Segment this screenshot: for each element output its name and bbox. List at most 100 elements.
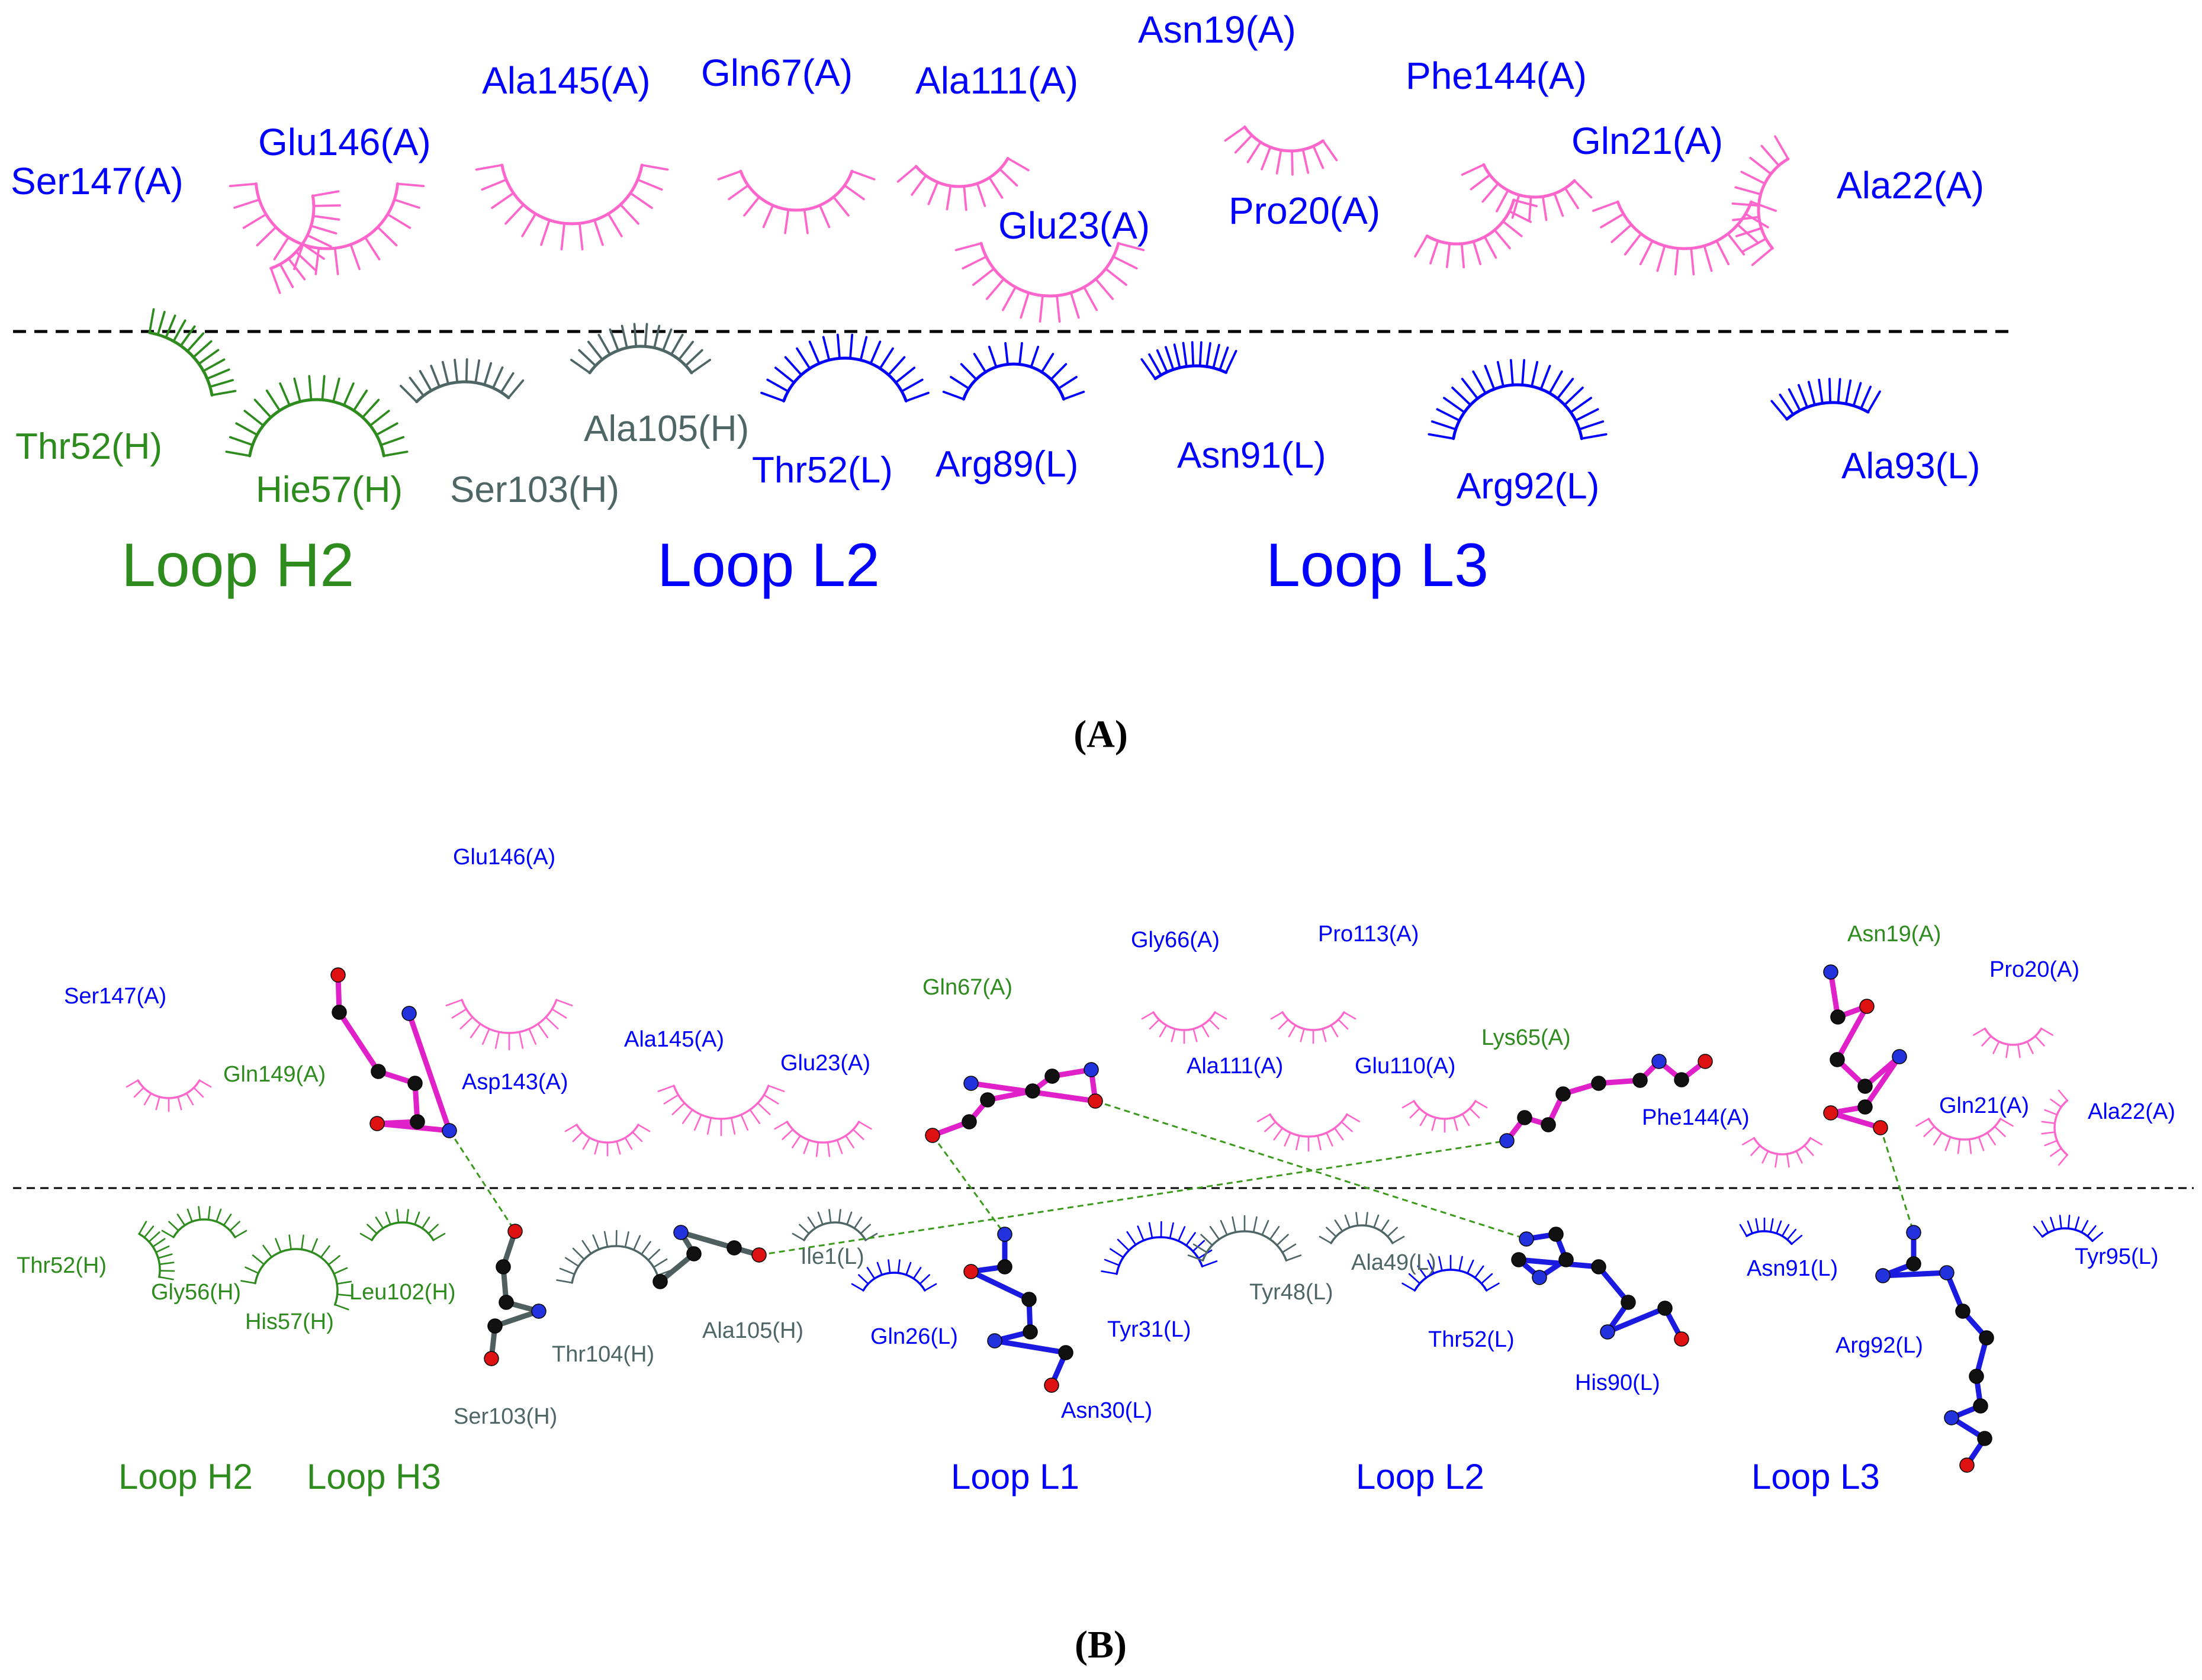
atom-n [1600,1324,1615,1340]
atom-c [1555,1086,1571,1102]
residue-label-arg92-l: Arg92(L) [1457,466,1599,507]
atom-n [1532,1270,1547,1285]
residue-label-gln21-a: Gln21(A) [1571,120,1723,162]
contact-arc-b-top-4 [657,1084,785,1137]
residue-label-pro20-a: Pro20(A) [1229,189,1380,232]
atom-c [1979,1330,1994,1346]
atom-c [1058,1345,1073,1360]
residue-label-b-ala145-a: Ala145(A) [624,1027,724,1052]
contact-arc-b-top-9 [1401,1100,1488,1133]
residue-label-asn91-l: Asn91(L) [1177,435,1326,476]
atom-o [1044,1378,1059,1393]
contact-arc-a-bottom-9 [1770,378,1881,421]
atom-n [1823,964,1838,980]
contact-arc-b-bottom-9 [1187,1215,1302,1262]
atom-c [332,1005,347,1020]
residue-label-b-tyr48-l: Tyr48(L) [1249,1280,1333,1305]
contact-arc-a-top-9 [1461,163,1593,222]
atom-o [1959,1457,1975,1473]
residue-lys65-atoms [1499,1054,1713,1148]
residue-label-ala105-h: Ala105(H) [584,408,749,449]
contact-arc-a-bottom-6 [942,342,1085,401]
residue-label-b-asn30-l: Asn30(L) [1061,1398,1152,1423]
residue-gln149-atoms [330,967,457,1138]
residue-label-b-pro20-a: Pro20(A) [1989,957,2079,982]
residue-label-b-gln21-a: Gln21(A) [1939,1093,2029,1118]
bond [1516,1257,1602,1270]
atom-c [1657,1301,1673,1316]
atom-c [1511,1252,1526,1267]
contact-arc-b-bottom-1 [138,1221,175,1280]
atom-n [1892,1049,1907,1064]
bond [1862,1054,1902,1110]
residue-label-b-his90-l: His90(L) [1575,1370,1660,1395]
hydrogen-bond-1 [448,1130,516,1232]
atom-n [1875,1268,1891,1283]
residue-label-b-ala49-l: Ala49(L) [1351,1250,1436,1275]
residue-ala105-bonds [657,1230,762,1285]
atom-n [673,1225,689,1240]
contact-arc-b-top-7 [1270,1011,1356,1044]
residue-label-b-ala22-a: Ala22(A) [2088,1099,2175,1124]
atom-o [369,1116,385,1131]
residue-label-b-thr52-l: Thr52(L) [1428,1327,1515,1352]
contact-arc-a-top-8 [1414,198,1538,269]
residue-label-ala145-a: Ala145(A) [482,59,651,102]
atom-n [1499,1133,1515,1148]
bond [336,1009,381,1074]
bond [1828,969,1841,1020]
bond [1605,1305,1668,1335]
residue-label-ser103-h: Ser103(H) [450,469,619,510]
atom-c [980,1092,995,1108]
contact-arc-a-top-5 [896,157,1030,211]
atom-n [1651,1054,1667,1069]
contact-arcs-a [148,125,1881,458]
atom-o [1088,1093,1103,1109]
residue-labels-a: Ser147(A)Glu146(A)Ala145(A)Gln67(A)Ala11… [11,8,1984,510]
residue-label-b-gly56-h: Gly56(H) [151,1280,241,1305]
atom-o [330,967,346,983]
atom-c [1674,1072,1689,1087]
contact-arc-b-bottom-8 [1101,1221,1218,1275]
residue-label-b-his57-h: His57(H) [245,1309,334,1334]
contact-arc-b-top-2 [445,999,573,1051]
residue-label-b-gly66-a: Gly66(A) [1131,928,1220,952]
loop-label-b-loop-l3: Loop L3 [1751,1457,1880,1496]
atom-c [1591,1076,1606,1091]
contact-arc-b-top-11 [1973,1027,2053,1058]
loop-label-a-loop-l3: Loop L3 [1266,531,1489,600]
atom-n [1084,1062,1099,1077]
contact-arc-a-top-6 [954,242,1145,323]
loop-label-b-loop-l1: Loop L1 [951,1457,1079,1496]
panel-b-caption: (B) [1075,1623,1127,1666]
residue-arg92-atoms [1875,1225,1994,1473]
atom-c [1857,1079,1873,1094]
loop-label-b-loop-h3: Loop H3 [307,1457,441,1496]
atom-c [1021,1292,1037,1307]
residue-label-b-glu110-a: Glu110(A) [1355,1054,1455,1079]
contact-arc-b-bottom-3 [240,1234,352,1311]
contact-arc-b-bottom-2 [161,1206,247,1238]
residue-label-ala22-a: Ala22(A) [1837,164,1984,207]
residue-asn19-atoms [1823,964,1907,1135]
atom-n [987,1333,1002,1348]
atom-c [686,1246,702,1261]
atom-c [487,1318,503,1334]
atom-n [531,1304,547,1319]
atom-c [1517,1110,1532,1125]
residue-label-b-ser147-a: Ser147(A) [64,984,166,1009]
atom-c [1857,1099,1873,1115]
residue-label-b-leu102-h: Leu102(H) [349,1280,456,1305]
contact-arc-a-top-11 [1731,135,1790,266]
contact-arc-b-top-5 [774,1121,872,1157]
residue-label-b-gln67-a: Gln67(A) [922,975,1012,1000]
residue-label-b-phe144-a: Phe144(A) [1642,1105,1750,1130]
contact-arc-a-top-10 [1592,200,1777,276]
residue-label-b-thr104-h: Thr104(H) [552,1342,654,1367]
residue-label-ala93-l: Ala93(L) [1841,446,1980,487]
contact-arc-a-bottom-2 [225,375,409,458]
residue-label-b-asp143-a: Asp143(A) [462,1070,568,1095]
atom-c [371,1064,386,1079]
